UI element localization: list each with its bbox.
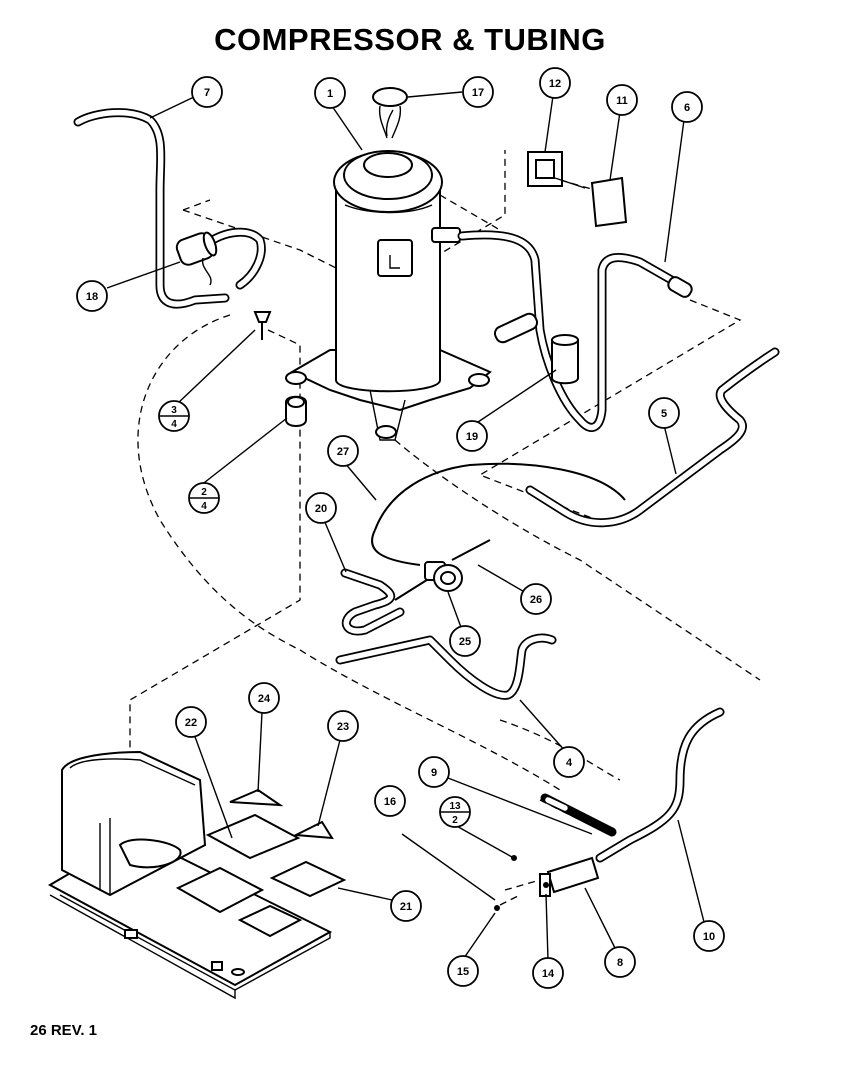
svg-text:25: 25 (459, 636, 471, 648)
svg-text:2: 2 (201, 487, 207, 498)
svg-text:4: 4 (566, 757, 573, 769)
svg-text:1: 1 (327, 88, 333, 100)
svg-text:23: 23 (337, 721, 349, 733)
svg-text:27: 27 (337, 446, 349, 458)
tube-part-6 (457, 230, 693, 432)
tube-part-4 (335, 633, 557, 700)
callout-19: 19 (456, 420, 488, 452)
svg-text:4: 4 (201, 501, 207, 512)
callout-24: 24 (248, 682, 280, 714)
callout-15: 15 (447, 955, 479, 987)
tube-part-9 (540, 793, 617, 837)
callout-14: 14 (532, 957, 564, 989)
callout-20: 20 (305, 492, 337, 524)
callout-17: 17 (462, 76, 494, 108)
tube-part-20 (340, 568, 405, 636)
svg-text:16: 16 (384, 796, 396, 808)
tube-part-10 (595, 707, 725, 863)
tube-part-7 (73, 108, 230, 309)
grommet-part-2-bolt-part-3 (253, 311, 307, 427)
callout-27: 27 (327, 435, 359, 467)
callout-16: 16 (374, 785, 406, 817)
fraction-callout-2-4: 2 4 (188, 482, 220, 514)
svg-text:12: 12 (549, 78, 561, 90)
compressor-part-1 (285, 109, 492, 441)
svg-text:8: 8 (617, 957, 623, 969)
part-19-filter (493, 312, 579, 385)
diagram-title: COMPRESSOR & TUBING (214, 22, 606, 57)
svg-text:17: 17 (472, 87, 484, 99)
callout-10: 10 (693, 920, 725, 952)
valve-part-25-26 (394, 539, 491, 601)
svg-text:7: 7 (204, 87, 210, 99)
callout-5: 5 (648, 397, 680, 429)
callout-9: 9 (418, 756, 450, 788)
callout-23: 23 (327, 710, 359, 742)
svg-text:26: 26 (530, 594, 542, 606)
svg-text:13: 13 (449, 801, 461, 812)
svg-text:2: 2 (452, 815, 458, 826)
tube-part-5 (525, 347, 780, 528)
svg-text:22: 22 (185, 717, 197, 729)
callout-18: 18 (76, 280, 108, 312)
svg-text:20: 20 (315, 503, 327, 515)
leader-lines (106, 91, 705, 961)
bracket-part-8 (494, 855, 600, 911)
svg-text:14: 14 (542, 968, 555, 980)
part-12-bracket (527, 151, 586, 189)
svg-text:9: 9 (431, 767, 437, 779)
svg-text:4: 4 (171, 419, 177, 430)
callout-12: 12 (539, 67, 571, 99)
callout-22: 22 (175, 706, 207, 738)
svg-text:11: 11 (616, 95, 628, 107)
svg-text:21: 21 (400, 901, 412, 913)
callout-7: 7 (191, 76, 223, 108)
callout-8: 8 (604, 946, 636, 978)
base-cabinet (47, 750, 347, 1000)
part-17-disc (372, 87, 408, 139)
accumulator-part-18 (175, 227, 266, 290)
callout-4: 4 (553, 746, 585, 778)
page-footer: 26 REV. 1 (30, 1022, 97, 1039)
svg-text:6: 6 (684, 102, 690, 114)
svg-text:10: 10 (703, 931, 715, 943)
callout-6: 6 (671, 91, 703, 123)
svg-text:3: 3 (171, 405, 177, 416)
svg-text:15: 15 (457, 966, 469, 978)
tube-part-27 (371, 462, 626, 566)
svg-text:24: 24 (258, 693, 271, 705)
dashed-reference-lines (129, 150, 761, 906)
callout-1: 1 (314, 77, 346, 109)
svg-text:19: 19 (466, 431, 478, 443)
callout-11: 11 (606, 84, 638, 116)
callout-21: 21 (390, 890, 422, 922)
fraction-callout-3-4: 3 4 (158, 400, 190, 432)
fraction-callout-13-2: 13 2 (439, 796, 471, 828)
svg-text:5: 5 (661, 408, 667, 420)
svg-text:18: 18 (86, 291, 98, 303)
callout-26: 26 (520, 583, 552, 615)
callout-25: 25 (449, 625, 481, 657)
part-11-cover (590, 176, 628, 228)
